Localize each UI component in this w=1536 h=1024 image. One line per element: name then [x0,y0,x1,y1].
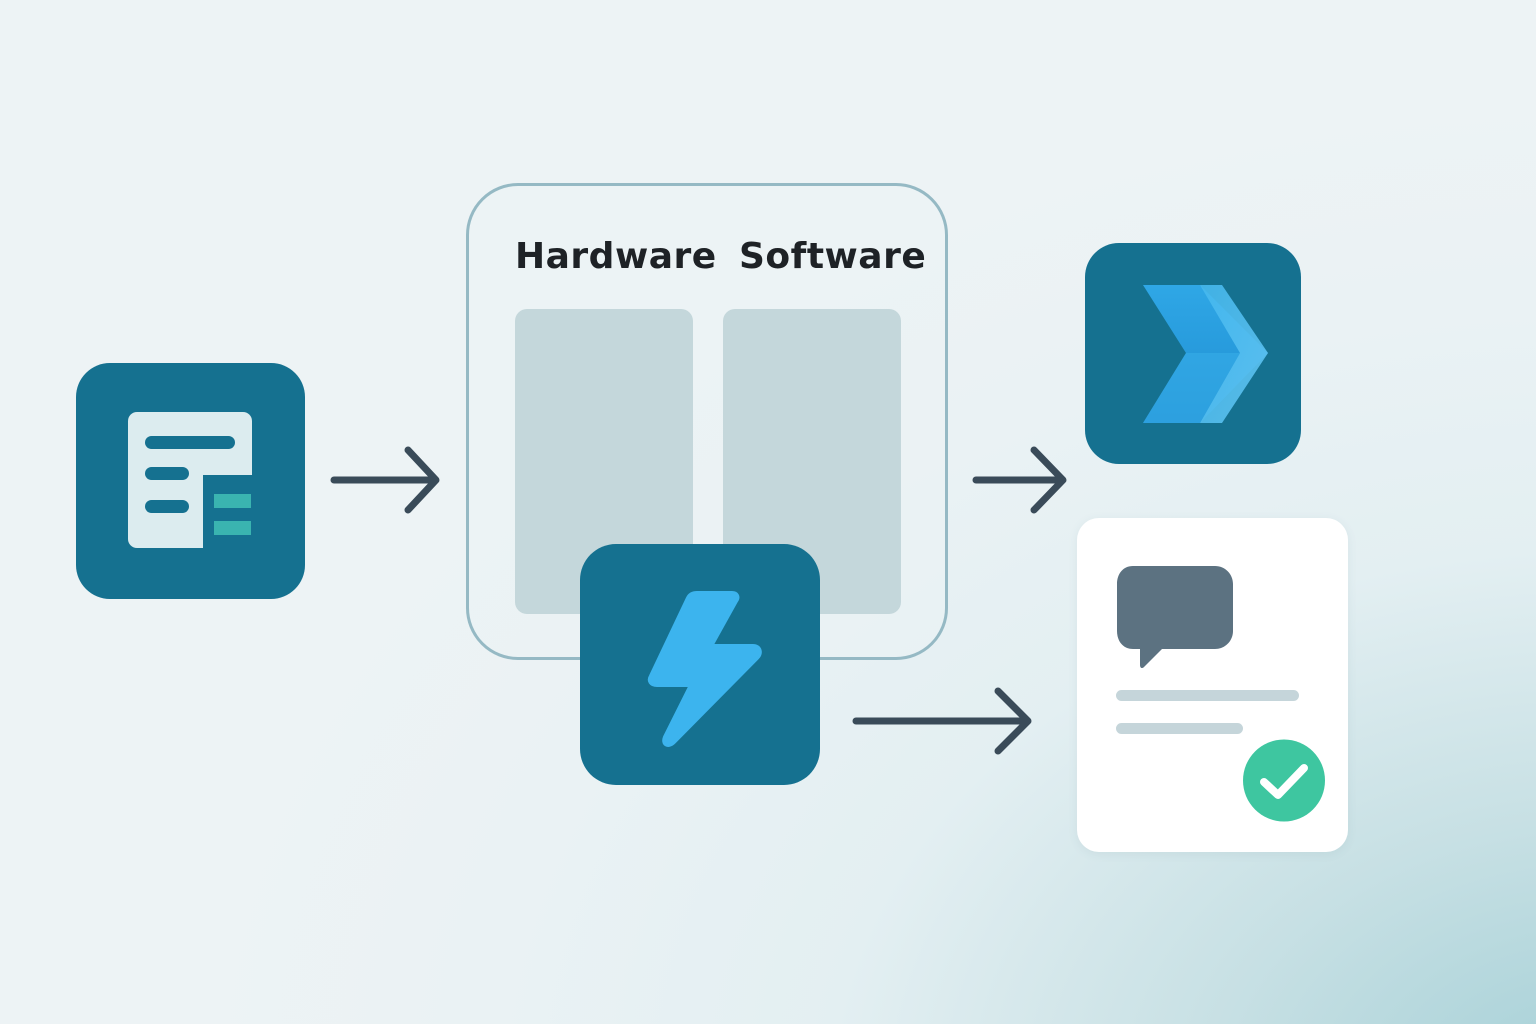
flow-arrow-processor-to-result [852,687,1032,755]
result-text-line-1 [1116,690,1299,701]
result-text-line-2 [1116,723,1243,734]
check-circle-icon [1243,739,1325,822]
route-tile [1085,243,1301,464]
chat-bubble-icon [1117,566,1233,669]
result-card [1077,518,1348,852]
document-form-icon [128,412,261,557]
processor-tile [580,544,820,785]
software-column-label: Software [739,236,927,277]
lightning-bolt-icon [647,591,762,747]
flow-arrow-classifier-to-route [972,446,1067,514]
flow-arrow-input-to-classifier [330,446,440,514]
hardware-column-label: Hardware [515,236,717,277]
chevron-arrow-icon [1143,285,1268,423]
input-document-tile [76,363,305,599]
